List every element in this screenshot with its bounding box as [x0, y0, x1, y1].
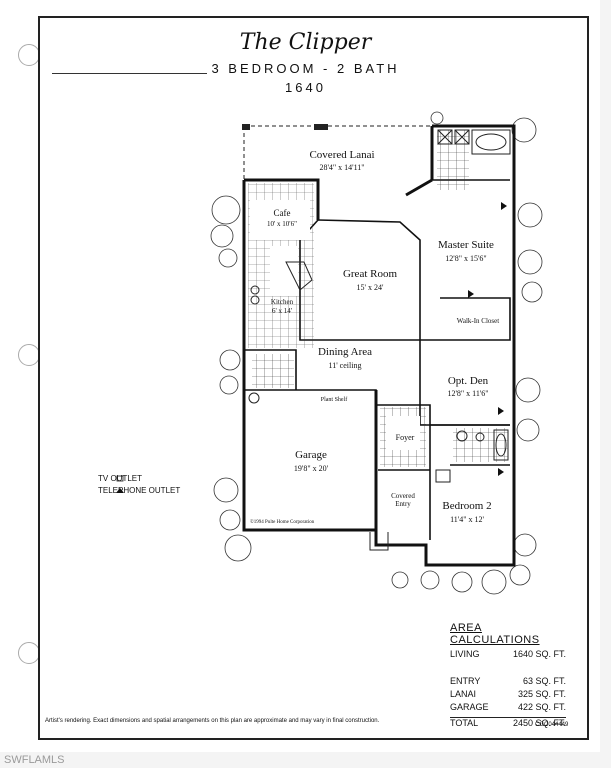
room-walkin-closet: Walk-In Closet	[457, 317, 499, 325]
legend-telephone-outlet: TELEPHONE OUTLET	[98, 486, 181, 495]
room-covered-entry: Covered	[391, 492, 415, 500]
plan-size: 1640	[285, 80, 326, 95]
page-border	[38, 16, 589, 740]
room-great-room: Great Room	[343, 268, 398, 280]
plant-shelf-label: Plant Shelf	[321, 396, 348, 403]
area-value: 422 SQ. FT.	[517, 702, 566, 712]
legend-tv-outlet: TV OUTLET	[98, 474, 143, 483]
room-garage-dims: 19'8" x 20'	[294, 464, 329, 473]
area-label: LIVING	[450, 649, 480, 659]
room-dining-dims: 11' ceiling	[329, 361, 362, 370]
plan-code: CGC044449	[535, 722, 569, 728]
room-garage: Garage	[295, 449, 327, 461]
room-master-suite: Master Suite	[438, 239, 494, 251]
plan-title: The Clipper	[239, 30, 372, 55]
room-great-room-dims: 15' x 24'	[357, 283, 384, 292]
room-kitchen-dims: 6' x 14'	[272, 307, 292, 315]
area-value: 1640 SQ. FT.	[512, 649, 566, 659]
room-cafe-dims: 10' x 10'6"	[267, 220, 297, 228]
area-row-garage: GARAGE 422 SQ. FT.	[450, 702, 566, 715]
room-bedroom-2: Bedroom 2	[442, 500, 491, 512]
area-value: 325 SQ. FT.	[517, 689, 566, 699]
area-heading: AREA CALCULATIONS	[450, 622, 540, 646]
room-master-dims: 12'8" x 15'6"	[445, 254, 486, 263]
room-kitchen: Kitchen	[271, 298, 294, 306]
area-row-total: TOTAL 2450 SQ. FT.	[450, 717, 566, 731]
watermark: SWFLAMLS	[4, 754, 65, 766]
room-opt-den: Opt. Den	[448, 375, 489, 387]
area-row-lanai: LANAI 325 SQ. FT.	[450, 689, 566, 702]
area-calculations: AREA CALCULATIONS LIVING 1640 SQ. FT. EN…	[450, 622, 566, 731]
area-value: 2450 SQ. FT.	[512, 718, 566, 728]
room-opt-den-dims: 12'8" x 11'6"	[447, 389, 488, 398]
room-covered-entry-2: Entry	[395, 500, 411, 508]
area-label: TOTAL	[450, 718, 479, 728]
area-label: ENTRY	[450, 676, 481, 686]
divider	[52, 73, 207, 74]
room-lanai-dims: 28'4" x 14'11"	[319, 163, 364, 172]
area-value: 63 SQ. FT.	[522, 676, 566, 686]
room-cafe: Cafe	[274, 208, 291, 218]
room-dining-area: Dining Area	[318, 346, 372, 358]
footnote: Artist's rendering. Exact dimensions and…	[45, 718, 380, 724]
room-bedroom-2-dims: 11'4" x 12'	[450, 515, 484, 524]
area-row-living: LIVING 1640 SQ. FT.	[450, 649, 566, 662]
room-foyer: Foyer	[396, 433, 415, 442]
area-label: GARAGE	[450, 702, 489, 712]
copyright: ©1994 Pulte Home Corporation	[250, 519, 315, 525]
plan-subtitle: 3 BEDROOM - 2 BATH	[211, 61, 400, 76]
area-row-entry: ENTRY 63 SQ. FT.	[450, 676, 566, 689]
room-lanai: Covered Lanai	[309, 149, 374, 161]
area-label: LANAI	[450, 689, 477, 699]
